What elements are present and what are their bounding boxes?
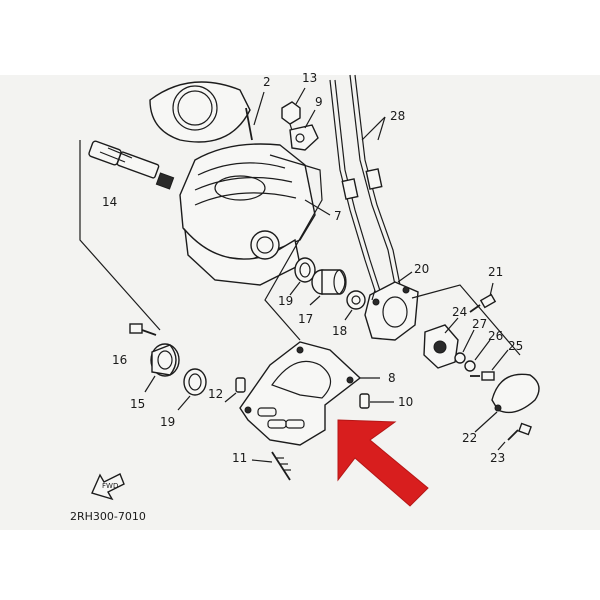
part-label-9: 9 [315, 95, 323, 109]
leader-27 [462, 329, 475, 353]
screw-23 [507, 422, 532, 441]
leader-21 [489, 282, 494, 297]
washer-26 [464, 360, 476, 372]
dowel-12 [235, 377, 246, 393]
valve-housing-20 [364, 281, 419, 341]
part-label-25: 25 [508, 339, 523, 353]
part-label-10: 10 [398, 395, 413, 409]
dowel-10 [359, 393, 370, 409]
leader-24 [444, 317, 459, 334]
spark-plug-14 [88, 140, 175, 190]
part-label-16: 16 [112, 353, 127, 367]
part-label-8: 8 [388, 371, 396, 385]
part-label-2: 2 [263, 75, 271, 89]
leader-19-upper [289, 281, 301, 296]
part-label-13: 13 [302, 71, 317, 85]
leader-26 [474, 339, 491, 361]
fwd-arrow-icon: FWD [91, 473, 125, 501]
collar-17 [311, 269, 347, 295]
leader-17 [309, 295, 321, 306]
washer-27 [454, 352, 466, 364]
bracket-line-cover [411, 284, 521, 356]
part-label-27: 27 [472, 317, 487, 331]
leader-13 [295, 87, 306, 105]
leader-11 [251, 459, 273, 463]
leader-20 [397, 271, 413, 283]
leader-7 [304, 199, 331, 216]
part-label-18: 18 [332, 324, 347, 338]
pulley-24 [423, 324, 459, 369]
oil-seal-19-upper [294, 257, 316, 283]
bolt-16 [129, 323, 157, 336]
part-label-14: 14 [102, 195, 117, 209]
part-label-24: 24 [452, 305, 467, 319]
stud-bolt-2 [245, 91, 265, 141]
part-label-12: 12 [208, 387, 223, 401]
leader-22 [474, 411, 498, 433]
stud-bolt-11 [271, 451, 291, 481]
part-label-7: 7 [334, 209, 342, 223]
washer-18 [346, 290, 366, 310]
fwd-label: FWD [102, 482, 118, 490]
leader-18 [344, 309, 353, 321]
leader-12 [224, 392, 237, 403]
collar-15 [150, 343, 180, 377]
bracket-line-left [79, 140, 161, 331]
bracket-line-right [264, 154, 323, 341]
part-label-20: 20 [414, 262, 429, 276]
part-label-21: 21 [488, 265, 503, 279]
part-label-26: 26 [488, 329, 503, 343]
part-label-19-lower: 19 [160, 415, 175, 429]
clip-9 [289, 124, 319, 151]
part-label-17: 17 [298, 312, 313, 326]
drawing-code: 2RH300-7010 [70, 510, 146, 523]
leader-9 [304, 109, 316, 129]
bolt-25 [470, 371, 495, 381]
leader-19-lower [177, 395, 191, 411]
part-label-22: 22 [462, 431, 477, 445]
leader-25 [491, 349, 509, 371]
cables-28 [329, 74, 402, 301]
cover-22 [491, 373, 540, 414]
red-pointer-arrow [337, 419, 429, 507]
leader-15 [144, 375, 156, 393]
head-gasket [149, 81, 251, 143]
part-label-28: 28 [390, 109, 405, 123]
cylinder-head [179, 143, 316, 286]
part-label-15: 15 [130, 397, 145, 411]
bolt-21 [469, 293, 497, 313]
part-label-23: 23 [490, 451, 505, 465]
oil-seal-19-lower [183, 368, 207, 396]
part-label-11: 11 [232, 451, 247, 465]
part-label-19-upper: 19 [278, 294, 293, 308]
leader-23 [497, 441, 506, 451]
base-gasket-8 [239, 341, 362, 446]
